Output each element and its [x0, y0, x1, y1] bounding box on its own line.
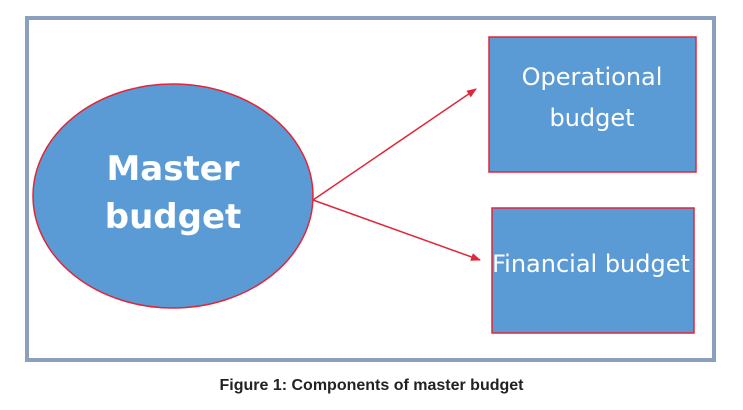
operational-budget-box: [488, 36, 697, 173]
operational-budget-label-line1: Operational: [522, 63, 663, 91]
master-budget-ellipse: [32, 83, 314, 309]
financial-budget-node: Financial budget: [491, 207, 695, 334]
financial-budget-box: [491, 207, 695, 334]
financial-budget-label: Financial budget: [492, 250, 690, 278]
arrow-to-financial-budget: [312, 199, 481, 261]
operational-budget-node: Operational budget: [488, 36, 697, 173]
arrow-to-operational-budget: [312, 88, 477, 201]
figure-caption: Figure 1: Components of master budget: [219, 377, 524, 394]
master-budget-node: Master budget: [32, 83, 314, 309]
master-budget-label-line1: Master: [106, 149, 239, 189]
operational-budget-label-line2: budget: [549, 104, 634, 132]
master-budget-label-line2: budget: [105, 197, 242, 237]
